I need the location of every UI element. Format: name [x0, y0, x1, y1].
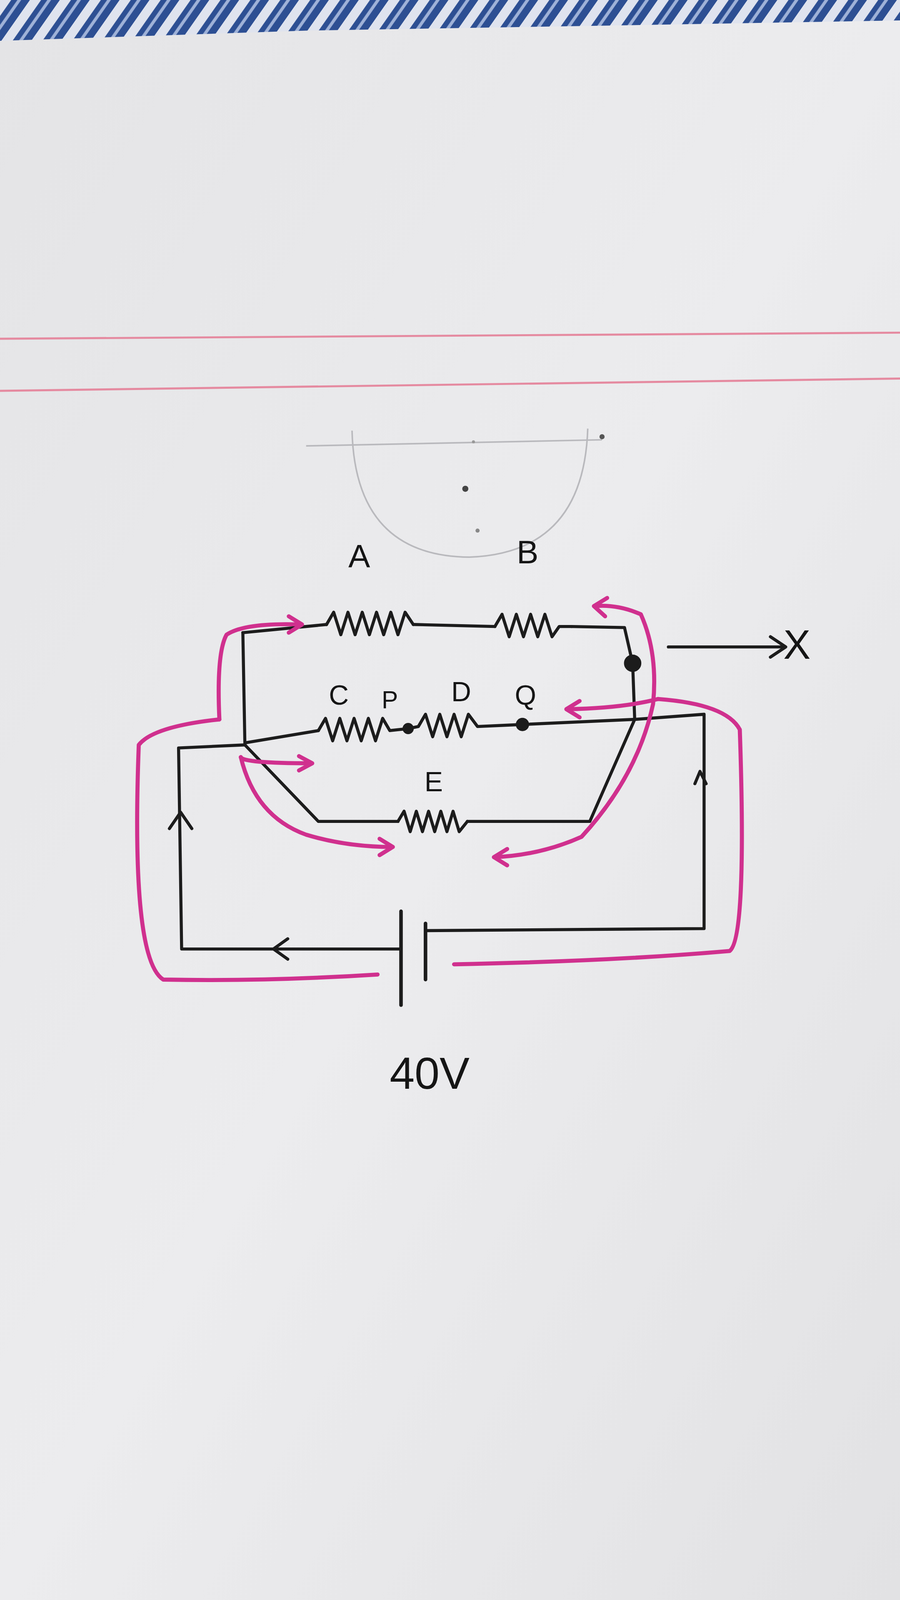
- resistor-label: C: [328, 681, 349, 709]
- current-arrows: [137, 597, 742, 980]
- resistor-symbol: [495, 614, 572, 637]
- battery-plate: [423, 923, 428, 980]
- resistor-label: B: [516, 535, 539, 569]
- pencil-sketch: [306, 428, 605, 558]
- resistor-symbol: [326, 612, 414, 635]
- resistor-label: A: [348, 540, 370, 573]
- point-label: X: [783, 624, 811, 666]
- resistor-label: E: [424, 767, 443, 796]
- resistor-symbol: [318, 718, 409, 741]
- resistor-symbol: [397, 811, 468, 832]
- resistor-label: D: [451, 677, 472, 706]
- node-label: P: [381, 687, 398, 713]
- resistor-symbol: [408, 714, 635, 737]
- node-label: Q: [515, 681, 537, 709]
- voltage-label: 40V: [389, 1050, 470, 1096]
- wires: [169, 612, 786, 1005]
- battery-plate: [399, 911, 403, 1005]
